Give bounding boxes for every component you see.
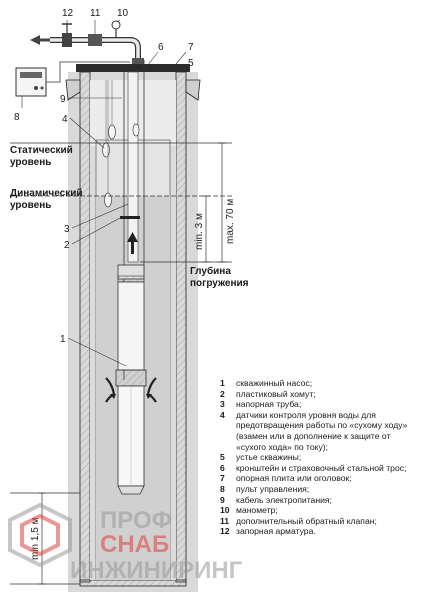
pump-intake [115,369,147,387]
legend-number: 1 [220,378,225,388]
legend-item: 8 пульт управления; [220,484,416,495]
legend-number: 3 [220,399,225,410]
legend-text: манометр; [236,505,278,516]
legend-text: дополнительный обратный клапан; [236,515,377,526]
label-12: 12 [62,8,74,19]
legend-text: опорная плита или оголовок; [236,473,352,484]
leader-lines [21,19,187,367]
head-fitting [132,58,144,64]
legend-item: 5 устье скважины; [220,452,416,463]
label-1: 1 [60,334,66,345]
legend-number: 4 [220,409,225,420]
manometer-icon [111,20,121,30]
legend-item: 10 манометр; [220,505,416,516]
legend-text: пластиковый хомут; [236,388,316,399]
legend-item: 2 пластиковый хомут; [220,389,416,400]
label-11: 11 [90,8,101,19]
label-6: 6 [158,42,164,53]
label-9: 9 [60,94,66,105]
legend-number: 7 [220,473,225,484]
level-sensor [104,192,112,208]
support-plate [76,64,190,72]
up-arrow-icon [127,232,138,242]
min15-label: min 1,5 м [30,517,41,560]
control-cable [46,61,130,83]
legend-item: 4 датчики контроля уровня воды для предот… [220,410,416,452]
max70-label: max. 70 м [225,199,236,244]
pump-body [117,281,145,371]
legend-text: датчики контроля уровня воды для предотв… [236,409,408,452]
legend-text: запорная арматура. [236,526,316,537]
legend-text: кронштейн и страховочный стальной трос; [236,462,407,473]
well-head-right [185,79,201,101]
legend-item: 6 кронштейн и страховочный стальной трос; [220,463,416,474]
legend-item: 11 дополнительный обратный клапан; [220,516,416,527]
legend-number: 6 [220,462,225,473]
legend-text: пульт управления; [236,483,310,494]
legend-text: устье скважины; [236,452,302,463]
immersion-label-2: погружения [190,278,249,289]
watermark-line-2: СНАБ [100,531,169,558]
plastic-clamp [120,216,140,219]
legend: 1 скважинный насос; 2 пластиковый хомут; 3 на… [220,378,416,537]
legend-number: 5 [220,452,225,463]
legend-number: 9 [220,494,225,505]
casing-left-wall [79,71,91,583]
label-5: 5 [188,58,194,69]
legend-text: напорная труба; [236,399,302,410]
immersion-label-1: Глубина [190,265,231,277]
label-3: 3 [64,224,70,235]
legend-text: кабель электропитания; [236,494,332,505]
static-level-label-1: Статический [10,145,73,156]
pressure-pipe [127,71,139,263]
label-10: 10 [117,8,129,19]
legend-item: 12 запорная арматура. [220,526,416,537]
legend-number: 11 [220,515,230,526]
check-valve [88,34,102,46]
legend-number: 12 [220,526,230,537]
watermark-line-1: ПРОФ [100,507,172,534]
legend-number: 2 [220,388,225,399]
level-sensor [102,142,110,158]
level-sensor [108,124,116,140]
shutoff-valve [62,33,72,47]
casing-right-wall [175,71,187,583]
label-7: 7 [188,42,194,53]
legend-text: скважинный насос; [236,378,313,388]
legend-number: 8 [220,483,225,494]
label-8: 8 [14,112,20,123]
legend-item: 9 кабель электропитания; [220,495,416,506]
legend-item: 3 напорная труба; [220,399,416,410]
dynamic-level-label-1: Динамический [10,188,83,199]
label-2: 2 [64,240,70,251]
dynamic-level-label-2: уровень [10,200,51,211]
flow-arrow-icon [30,35,40,45]
static-level-label-2: уровень [10,157,51,168]
watermark-logo: ПРОФ СНАБ ИНЖИНИРИНГ [8,502,243,584]
label-4: 4 [62,114,68,125]
legend-item: 7 опорная плита или оголовок; [220,473,416,484]
min3-label: min. 3 м [194,213,205,250]
legend-item: 1 скважинный насос; [220,378,416,389]
legend-number: 10 [220,505,230,516]
watermark-line-3: ИНЖИНИРИНГ [70,557,243,584]
well-head-left [65,79,81,101]
